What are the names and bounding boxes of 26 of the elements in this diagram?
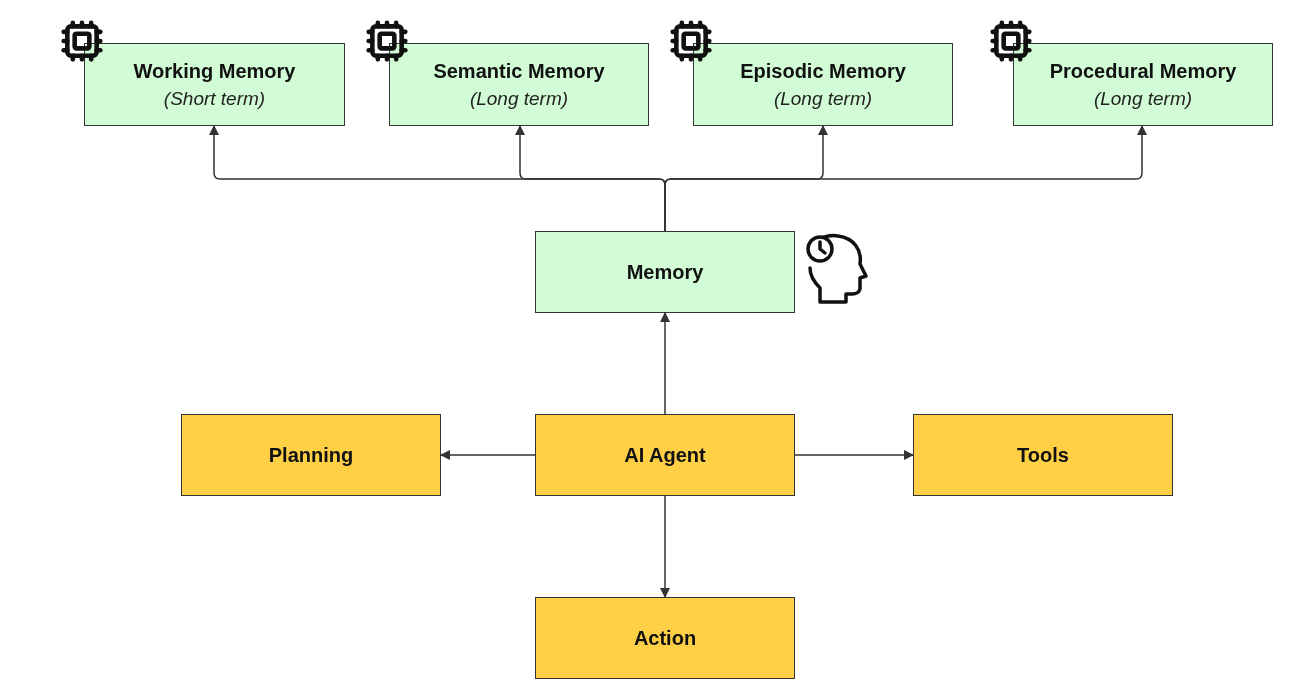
box-subtitle: (Long term) [773, 86, 873, 111]
process-box [535, 597, 795, 679]
box-title: Procedural Memory [1049, 58, 1237, 84]
box-title: Episodic Memory [740, 58, 906, 84]
arrow [660, 312, 670, 415]
box-title: Working Memory [133, 58, 296, 84]
memory-box [535, 231, 795, 313]
box-title: Memory [626, 260, 704, 285]
memory-box [693, 43, 953, 126]
box-title: AI Agent [624, 443, 706, 468]
memory-box [84, 43, 345, 126]
box-subtitle: (Short term) [163, 86, 266, 111]
box-title: Action [633, 626, 697, 651]
box-title: Planning [268, 443, 354, 468]
box-title: Semantic Memory [433, 58, 605, 84]
process-box [913, 414, 1173, 496]
box-title: Tools [1017, 443, 1069, 468]
arrow [660, 495, 670, 598]
process-box [535, 414, 795, 496]
process-box [181, 414, 441, 496]
box-subtitle: (Long term) [1093, 86, 1193, 111]
arrow [440, 450, 536, 460]
memory-box [389, 43, 649, 126]
arrow [794, 450, 914, 460]
box-subtitle: (Long term) [469, 86, 569, 111]
memory-box [1013, 43, 1273, 126]
